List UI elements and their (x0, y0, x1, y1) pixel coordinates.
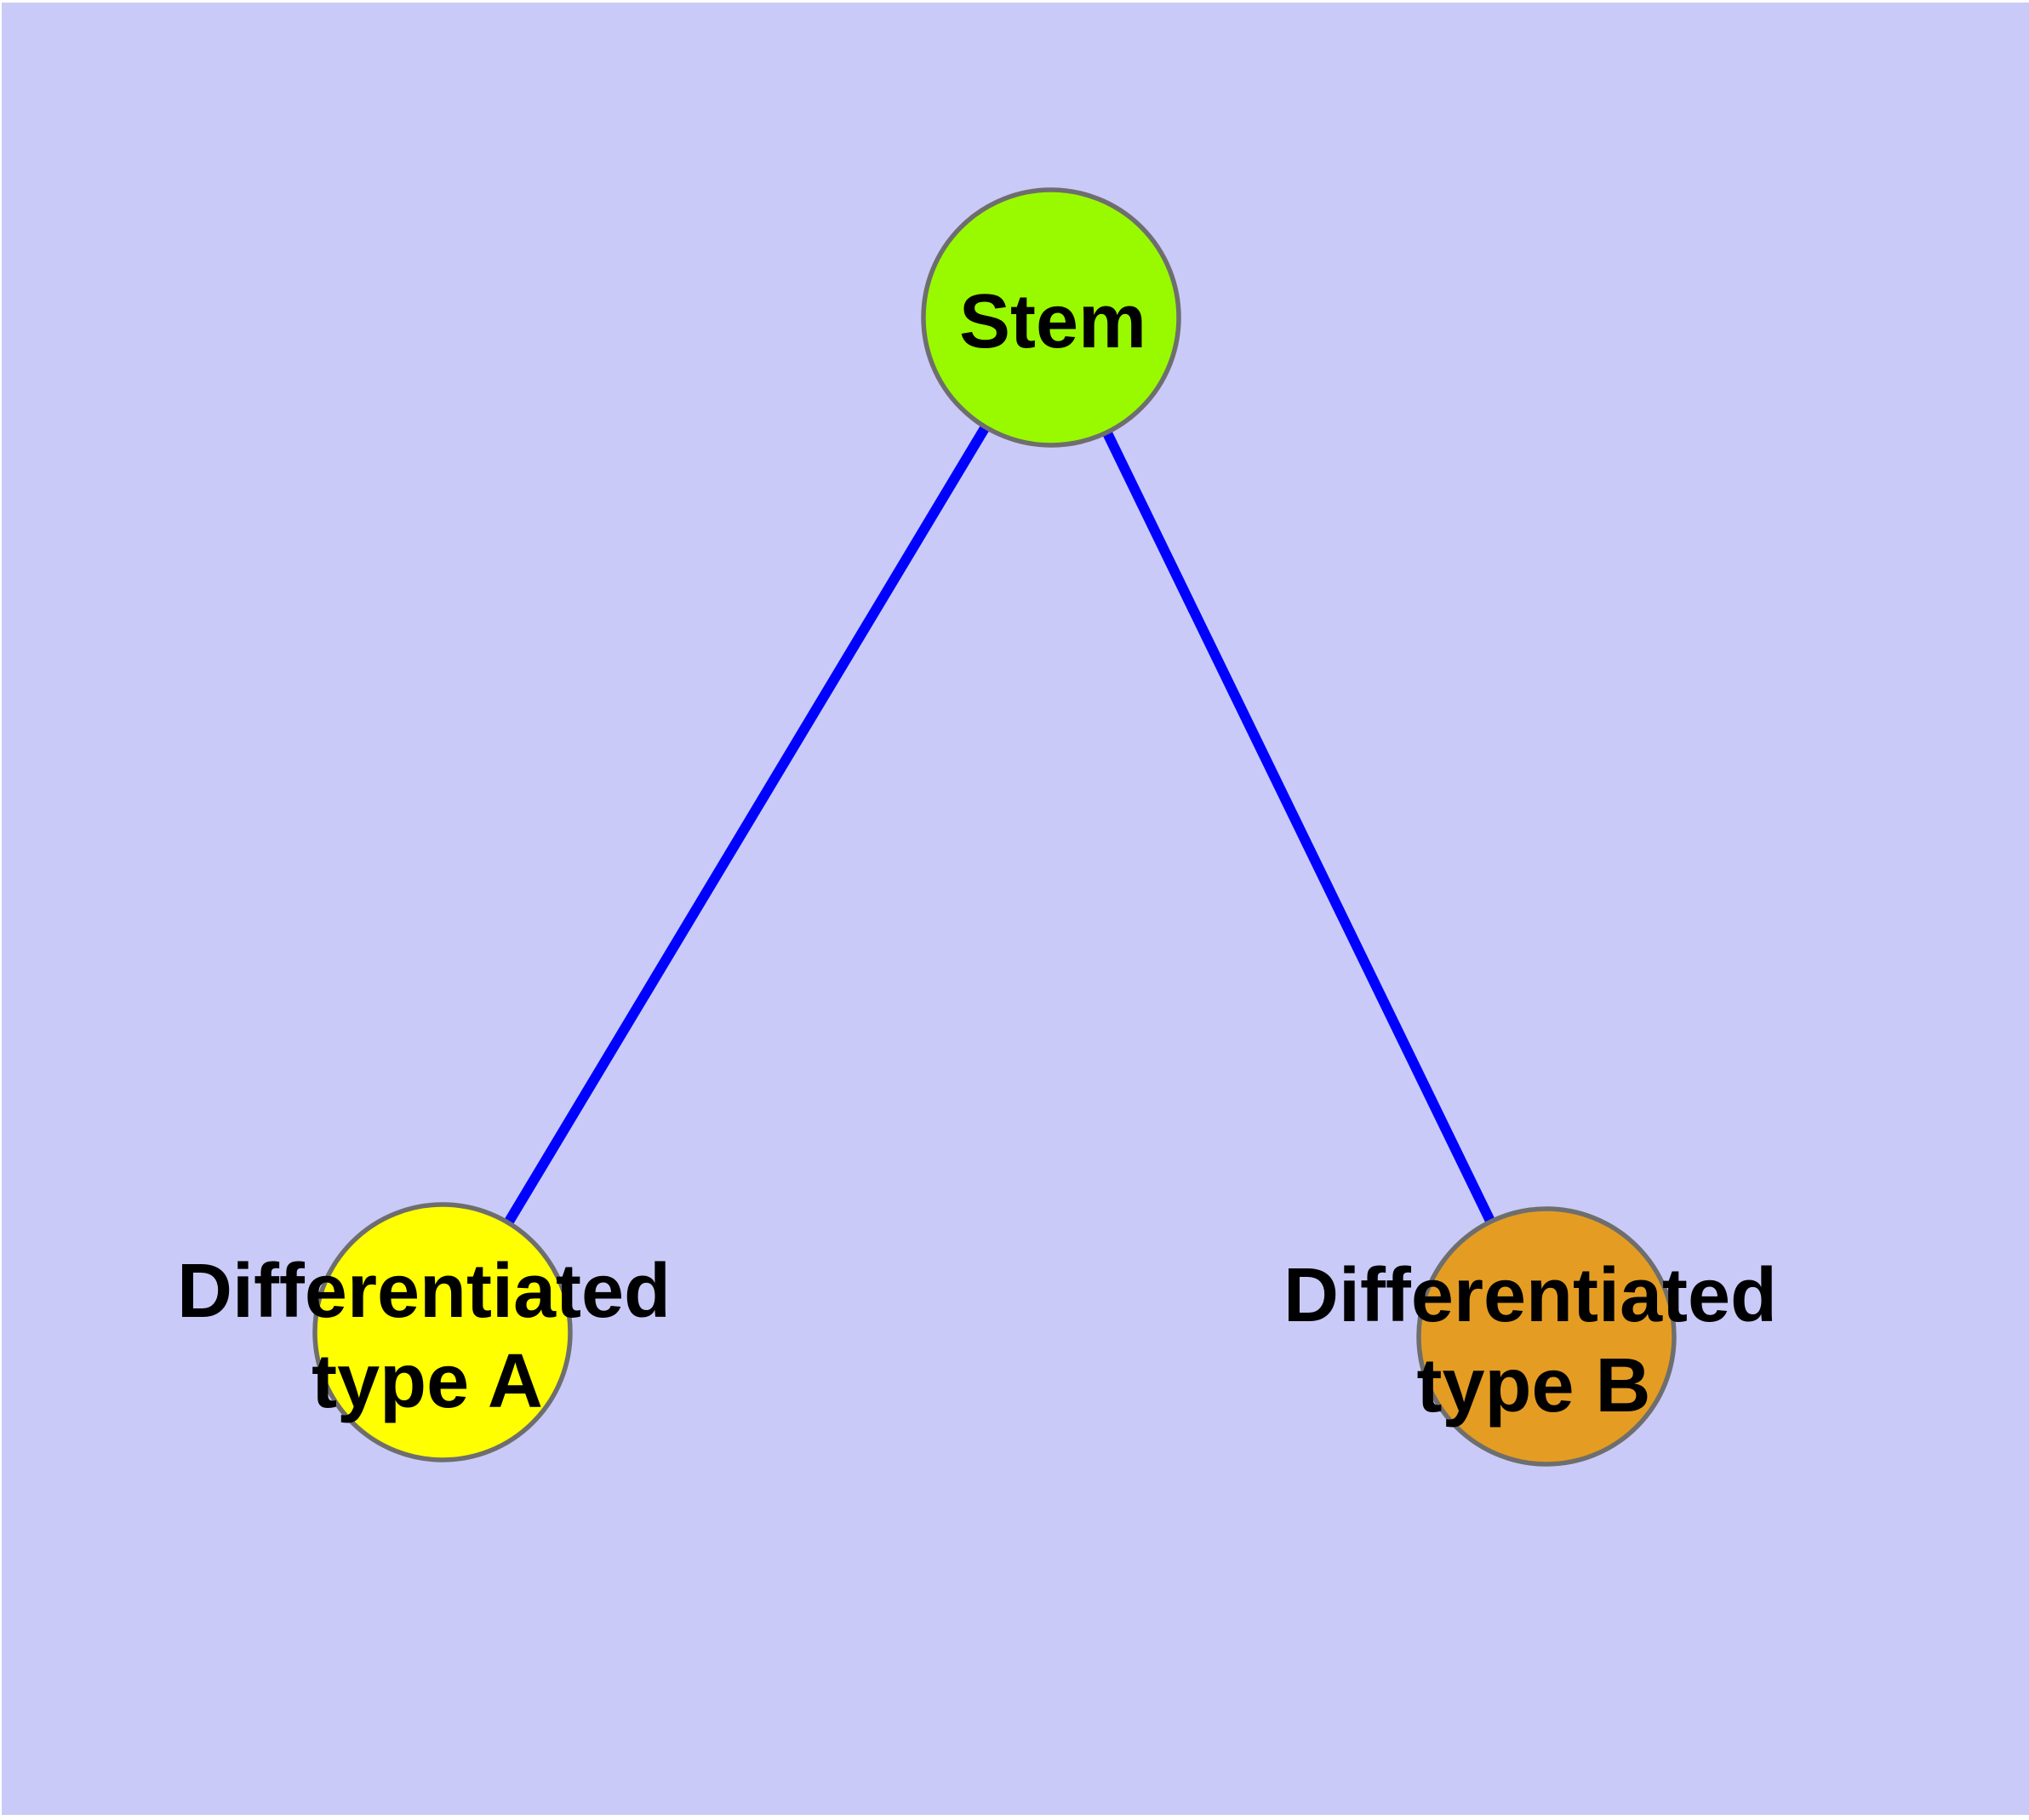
node-type-b-label-line1: Differentiated (1283, 1253, 1777, 1338)
node-group (312, 187, 1677, 1467)
node-type-b-label-line2: type B (1416, 1343, 1650, 1428)
edge-group (437, 314, 1552, 1339)
node-type-a-label-line2: type A (311, 1339, 543, 1424)
node-stem-label: Stem (959, 279, 1146, 364)
node-type-b-circle (1416, 1206, 1677, 1467)
label-group: Stem Differentiated type A Differentiate… (177, 279, 1777, 1428)
edge-stem-to-type-b (1046, 315, 1552, 1339)
node-type-a-label-line1: Differentiated (177, 1249, 671, 1334)
edge-stem-to-type-a (437, 314, 1056, 1336)
node-type-a-circle (312, 1202, 573, 1462)
node-stem-circle (921, 187, 1181, 448)
